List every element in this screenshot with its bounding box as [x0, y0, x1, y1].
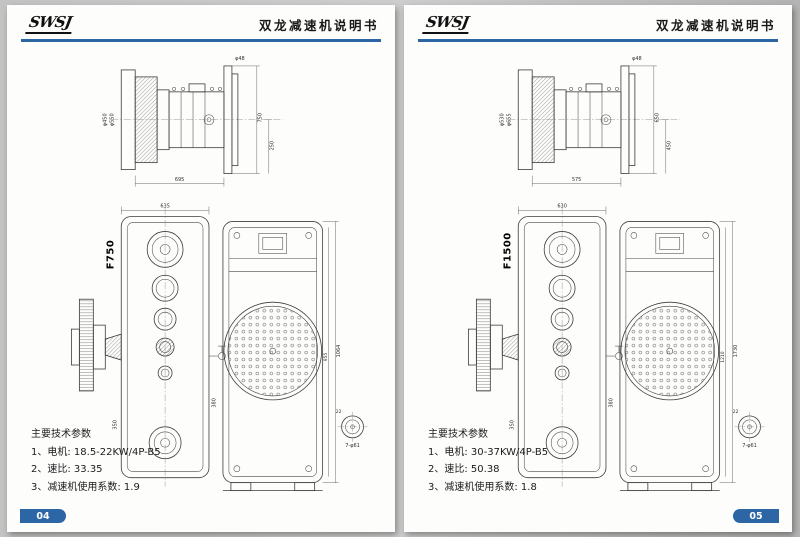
dim-label: 380: [608, 398, 614, 407]
params-line-service-factor: 3、减速机使用系数: 1.9: [31, 481, 140, 493]
detail-view: 7-φ61 22: [733, 408, 765, 448]
dim-label: 650: [654, 113, 660, 122]
dim-label: φ48: [235, 55, 245, 61]
page-number: 05: [749, 510, 763, 522]
dim-label: φ550: [109, 113, 115, 126]
side-view: φ550 φ450 750 250 φ48 695: [102, 55, 283, 187]
dim-label: 22: [336, 408, 342, 414]
dim-label: φ48: [632, 55, 642, 61]
manual-page: SWSJ 双龙减速机说明书: [7, 5, 395, 532]
header-divider: [418, 38, 778, 42]
dim-label: φ655: [506, 113, 512, 126]
page-number-badge: 05: [733, 509, 779, 523]
front-view: 1210 1730: [619, 220, 739, 491]
detail-view: 7-φ61 22: [336, 408, 368, 448]
model-label: F1500: [502, 232, 513, 269]
dim-label: 635: [160, 203, 169, 209]
params-line-ratio: 2、速比: 50.38: [428, 464, 500, 475]
dim-label: 695: [175, 177, 184, 183]
params-title: 主要技术参数: [31, 429, 91, 440]
dim-label: 7-φ61: [742, 442, 757, 448]
dim-label: 1064: [336, 344, 342, 357]
dim-label: 1210: [720, 351, 726, 363]
header-divider: [21, 38, 381, 42]
page-header: SWSJ 双龙减速机说明书: [404, 5, 792, 36]
drawing-area: φ550 φ450 750 250 φ48 695: [7, 42, 395, 533]
side-view: φ655 φ530 650 450 φ48 575: [499, 55, 680, 187]
dim-label: 7-φ61: [345, 442, 360, 448]
dim-label: 575: [572, 177, 581, 183]
drawing-area: φ655 φ530 650 450 φ48 575: [404, 42, 792, 533]
params-line-ratio: 2、速比: 33.35: [31, 464, 103, 475]
model-label: F750: [105, 239, 116, 269]
page-number-badge: 04: [20, 509, 66, 523]
dim-label: 350: [509, 420, 515, 429]
page-title: 双龙减速机说明书: [258, 17, 379, 33]
params-title: 主要技术参数: [428, 429, 488, 440]
front-view: 955 1064: [222, 220, 342, 491]
page-number: 04: [36, 510, 50, 522]
dim-label: 1730: [733, 344, 739, 357]
technical-drawing: φ655 φ530 650 450 φ48 575: [467, 55, 765, 491]
dim-label: 350: [112, 420, 118, 429]
dim-label: φ450: [102, 113, 108, 126]
dim-label: φ530: [499, 113, 505, 126]
technical-drawing: φ550 φ450 750 250 φ48 695: [70, 55, 368, 491]
plan-view: F750 635 350 380: [70, 203, 226, 487]
page-title: 双龙减速机说明书: [655, 17, 776, 33]
dim-label: 750: [257, 113, 263, 122]
dim-label: 22: [733, 408, 739, 414]
dim-label: 450: [666, 140, 672, 149]
dim-label: 250: [269, 140, 275, 149]
manual-page: SWSJ 双龙减速机说明书: [404, 5, 792, 532]
brand-logo: SWSJ: [422, 13, 472, 34]
params-line-motor: 1、电机: 30-37KW/4P-B5: [428, 446, 549, 458]
page-header: SWSJ 双龙减速机说明书: [7, 5, 395, 36]
dim-label: 380: [211, 398, 217, 407]
technical-parameters: 主要技术参数 1、电机: 30-37KW/4P-B5 2、速比: 50.38 3…: [428, 426, 548, 496]
dim-label: 955: [323, 352, 329, 361]
technical-parameters: 主要技术参数 1、电机: 18.5-22KW/4P-B5 2、速比: 33.35…: [31, 426, 161, 496]
brand-logo: SWSJ: [25, 13, 75, 34]
params-line-motor: 1、电机: 18.5-22KW/4P-B5: [31, 446, 161, 458]
plan-view: F1500 630 350 380: [467, 203, 623, 487]
params-line-service-factor: 3、减速机使用系数: 1.8: [428, 481, 537, 493]
dim-label: 630: [557, 203, 566, 209]
